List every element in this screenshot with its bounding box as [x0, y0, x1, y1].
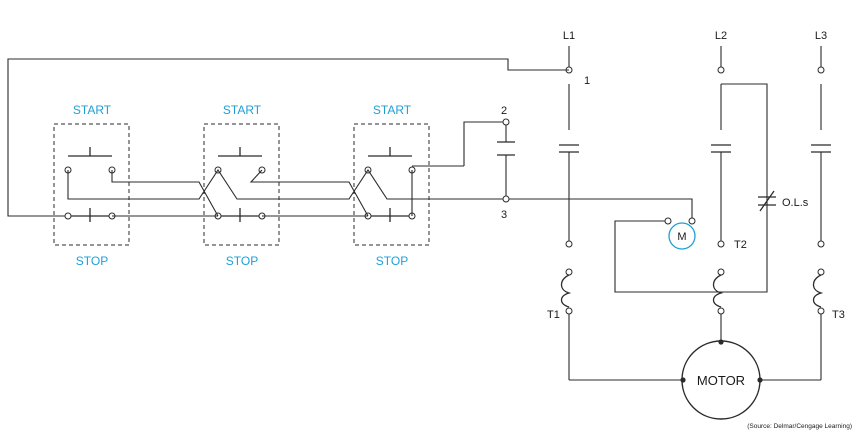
overload-label: O.L.s [782, 197, 809, 209]
station-3-stop-label: STOP [376, 254, 408, 268]
station-2-start-label: START [223, 103, 262, 117]
holding-contact [497, 118, 515, 203]
t1-label: T1 [547, 309, 560, 321]
power-line-l1 [559, 46, 579, 380]
station-interconnects [67, 165, 464, 217]
coil-label: M [677, 231, 686, 243]
t2-label: T2 [734, 239, 747, 251]
t3-label: T3 [832, 309, 845, 321]
l3-label: L3 [815, 30, 827, 42]
coil-m: M [664, 217, 696, 250]
station-3-start-label: START [373, 103, 412, 117]
pushbutton-station-2 [203, 123, 280, 246]
l2-label: L2 [715, 30, 727, 42]
power-line-l2 [711, 46, 731, 344]
station-1-start-label: START [73, 103, 112, 117]
control-wiring [7, 58, 768, 293]
l1-label: L1 [563, 30, 575, 42]
overload-contact: O.L.s [758, 190, 809, 212]
pushbutton-station-3 [353, 123, 430, 246]
node-2-label: 2 [501, 105, 507, 117]
power-line-l3 [811, 46, 831, 380]
pushbutton-station-1 [53, 123, 130, 246]
source-credit: (Source: Delmar/Cengage Learning) [747, 423, 852, 430]
motor: MOTOR [569, 339, 821, 420]
station-1-stop-label: STOP [76, 254, 108, 268]
node-1-label: 1 [584, 75, 590, 87]
node-3-label: 3 [501, 209, 507, 221]
motor-label: MOTOR [697, 373, 745, 388]
station-2-stop-label: STOP [226, 254, 258, 268]
